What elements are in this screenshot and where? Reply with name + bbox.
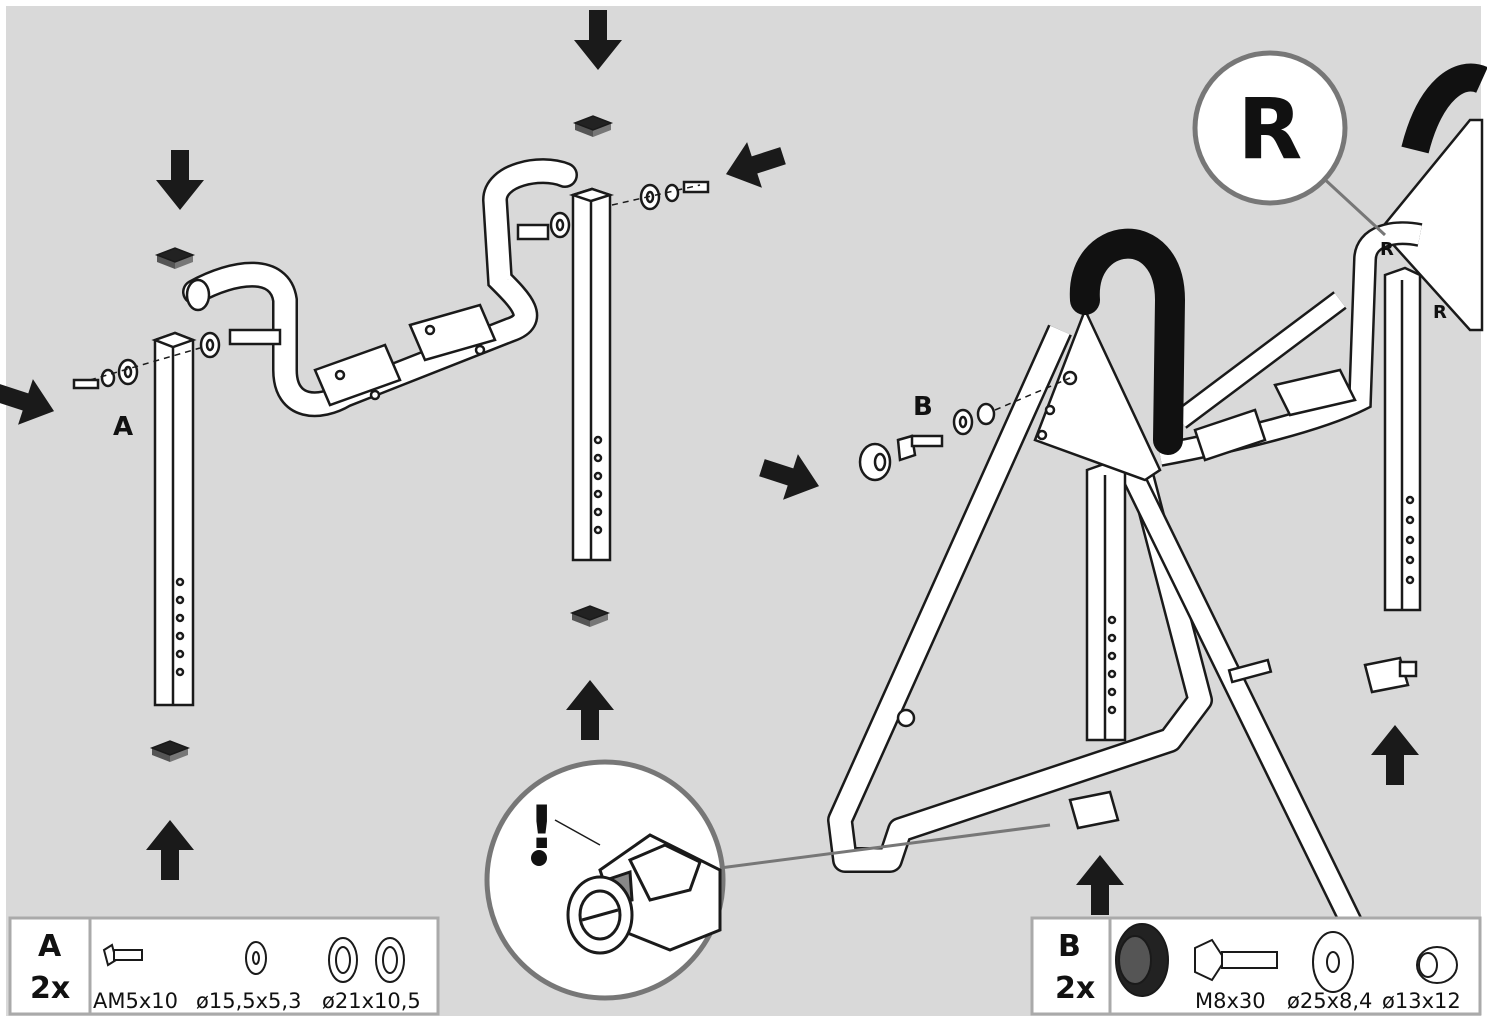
callout-label-r: R: [1238, 80, 1303, 178]
parts-a-washer-large-size: ø21x10,5: [322, 989, 421, 1013]
callout-r: [1192, 50, 1387, 237]
parts-a-washer-small-size: ø15,5x5,3: [196, 989, 301, 1013]
callout-warning: [484, 759, 1051, 1001]
parts-b-spacer-size: ø13x12: [1382, 989, 1461, 1013]
parts-box-b: [1030, 916, 1482, 1016]
parts-b-bolt-size: M8x30: [1195, 989, 1266, 1013]
callout-label-a: A: [113, 412, 133, 442]
parts-a-qty: 2x: [30, 971, 70, 1006]
frame-marker-r-1: R: [1380, 239, 1394, 260]
parts-a-bolt-size: AM5x10: [93, 989, 178, 1013]
parts-b-qty: 2x: [1055, 971, 1095, 1006]
frame-marker-r-2: R: [1433, 302, 1447, 323]
parts-b-letter: B: [1058, 929, 1081, 964]
parts-b-washer-size: ø25x8,4: [1287, 989, 1372, 1013]
callout-label-b: B: [913, 392, 933, 422]
warning-mark: !: [528, 793, 555, 863]
left-assembly: [72, 158, 710, 707]
parts-a-letter: A: [38, 929, 62, 964]
parts-box-a: [8, 916, 440, 1016]
